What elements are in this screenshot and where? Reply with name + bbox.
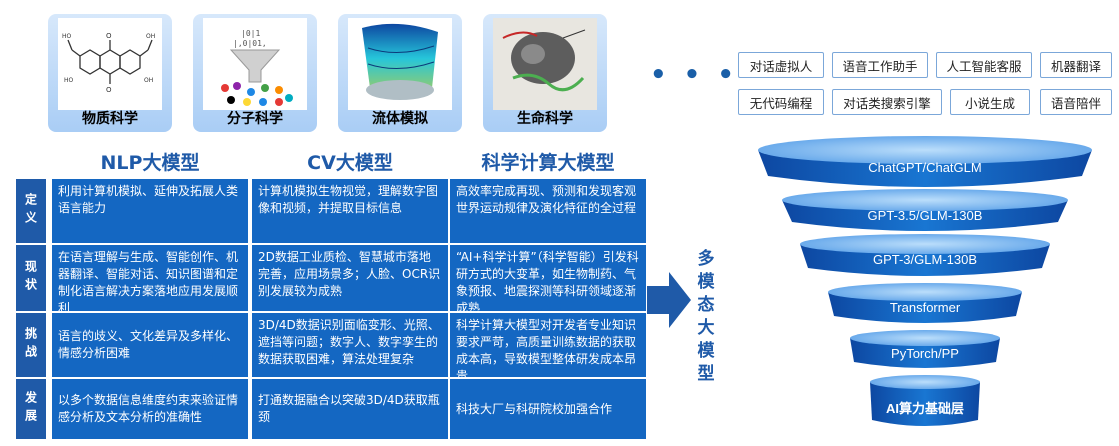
molecule-structure-icon: O O HO OH HO OH	[58, 18, 162, 110]
table-cell: 打通数据融合以突破3D/4D获取瓶颈	[252, 379, 448, 439]
app-tag: 无代码编程	[738, 89, 824, 115]
funnel-label-compute: AI算力基础层	[885, 401, 964, 416]
card-material-science: O O HO OH HO OH 物质科学	[48, 14, 172, 132]
row-label-definition: 定义	[16, 179, 46, 243]
funnel-layer-transformer	[828, 283, 1022, 323]
table-cell: 科技大厂与科研院校加强合作	[450, 379, 646, 439]
funnel-layer-gpt3	[800, 234, 1050, 276]
right-arrow-icon	[647, 270, 691, 334]
funnel-label-transformer: Transformer	[889, 300, 961, 315]
table-cell: 科学计算大模型对开发者专业知识要求严苛，高质量训练数据的获取成本高，导致模型整体…	[450, 313, 646, 377]
table-cell: 利用计算机模拟、延伸及拓展人类语言能力	[52, 179, 248, 243]
app-tag: 语音陪伴	[1040, 89, 1112, 115]
funnel-layer-pytorch	[850, 330, 1000, 368]
svg-text:OH: OH	[144, 77, 153, 84]
column-header-science: 科学计算大模型	[481, 152, 615, 174]
app-tag: 语音工作助手	[832, 52, 928, 78]
card-label: 生命科学	[517, 111, 573, 127]
card-label: 分子科学	[227, 111, 283, 127]
svg-text:|,0|01,: |,0|01,	[233, 39, 267, 48]
table-cell: 在语言理解与生成、智能创作、机器翻译、智能对话、知识图谱和定制化语言解决方案落地…	[52, 245, 248, 311]
protein-structure-icon	[493, 18, 597, 110]
model-funnel: ChatGPT/ChatGLM GPT-3.5/GLM-130B GPT-3/G…	[740, 128, 1110, 443]
row-label-status: 现状	[16, 245, 46, 311]
app-tag: 小说生成	[950, 89, 1030, 115]
table-cell: 3D/4D数据识别面临变形、光照、遮挡等问题；数字人、数字孪生的数据获取困难，算…	[252, 313, 448, 377]
app-tag: 人工智能客服	[936, 52, 1032, 78]
table-cell: 以多个数据信息维度约束来验证情感分析及文本分析的准确性	[52, 379, 248, 439]
multimodal-label: 多模态大模型	[697, 249, 715, 384]
funnel-label-gpt3: GPT-3/GLM-130B	[872, 252, 978, 267]
funnel-layer-chatgpt	[758, 136, 1092, 187]
table-cell: “AI+科学计算”（科学智能）引发科研方式的大变革，如生物制药、气象预报、地震探…	[450, 245, 646, 311]
svg-text:OH: OH	[146, 33, 155, 40]
fluid-flow-icon	[348, 18, 452, 110]
app-tag: 对话类搜索引擎	[832, 89, 942, 115]
svg-text:O: O	[106, 86, 112, 94]
column-header-nlp: NLP大模型	[100, 152, 200, 174]
funnel-layer-gpt35	[782, 189, 1068, 231]
app-tag: 机器翻译	[1040, 52, 1112, 78]
svg-text:HO: HO	[62, 33, 72, 40]
card-life-science: 生命科学	[483, 14, 607, 132]
funnel-label-chatgpt: ChatGPT/ChatGLM	[868, 160, 982, 175]
funnel-label-pytorch: PyTorch/PP	[891, 346, 959, 361]
card-fluid-simulation: 流体模拟	[338, 14, 462, 132]
card-label: 物质科学	[82, 111, 138, 127]
table-cell: 2D数据工业质检、智慧城市落地完善，应用场景多；人脸、OCR识别发展较为成熟	[252, 245, 448, 311]
card-label: 流体模拟	[372, 111, 428, 127]
svg-text:|0|1: |0|1	[241, 29, 260, 38]
funnel-label-gpt35: GPT-3.5/GLM-130B	[867, 208, 983, 223]
more-ellipsis: • • •	[650, 60, 738, 90]
funnel-layer-compute	[870, 375, 980, 426]
card-molecular-science: |0|1 |,0|01, 分子科学	[193, 14, 317, 132]
app-tag: 对话虚拟人	[738, 52, 824, 78]
row-label-challenges: 挑战	[16, 313, 46, 377]
svg-text:HO: HO	[64, 77, 74, 84]
funnel-data-icon: |0|1 |,0|01,	[203, 18, 307, 110]
row-label-development: 发展	[16, 379, 46, 439]
svg-text:O: O	[106, 32, 112, 40]
table-cell: 高效率完成再现、预测和发现客观世界运动规律及演化特征的全过程	[450, 179, 646, 243]
table-cell: 计算机模拟生物视觉，理解数字图像和视频，并提取目标信息	[252, 179, 448, 243]
column-header-cv: CV大模型	[307, 152, 393, 174]
table-cell: 语言的歧义、文化差异及多样化、情感分析困难	[52, 313, 248, 377]
